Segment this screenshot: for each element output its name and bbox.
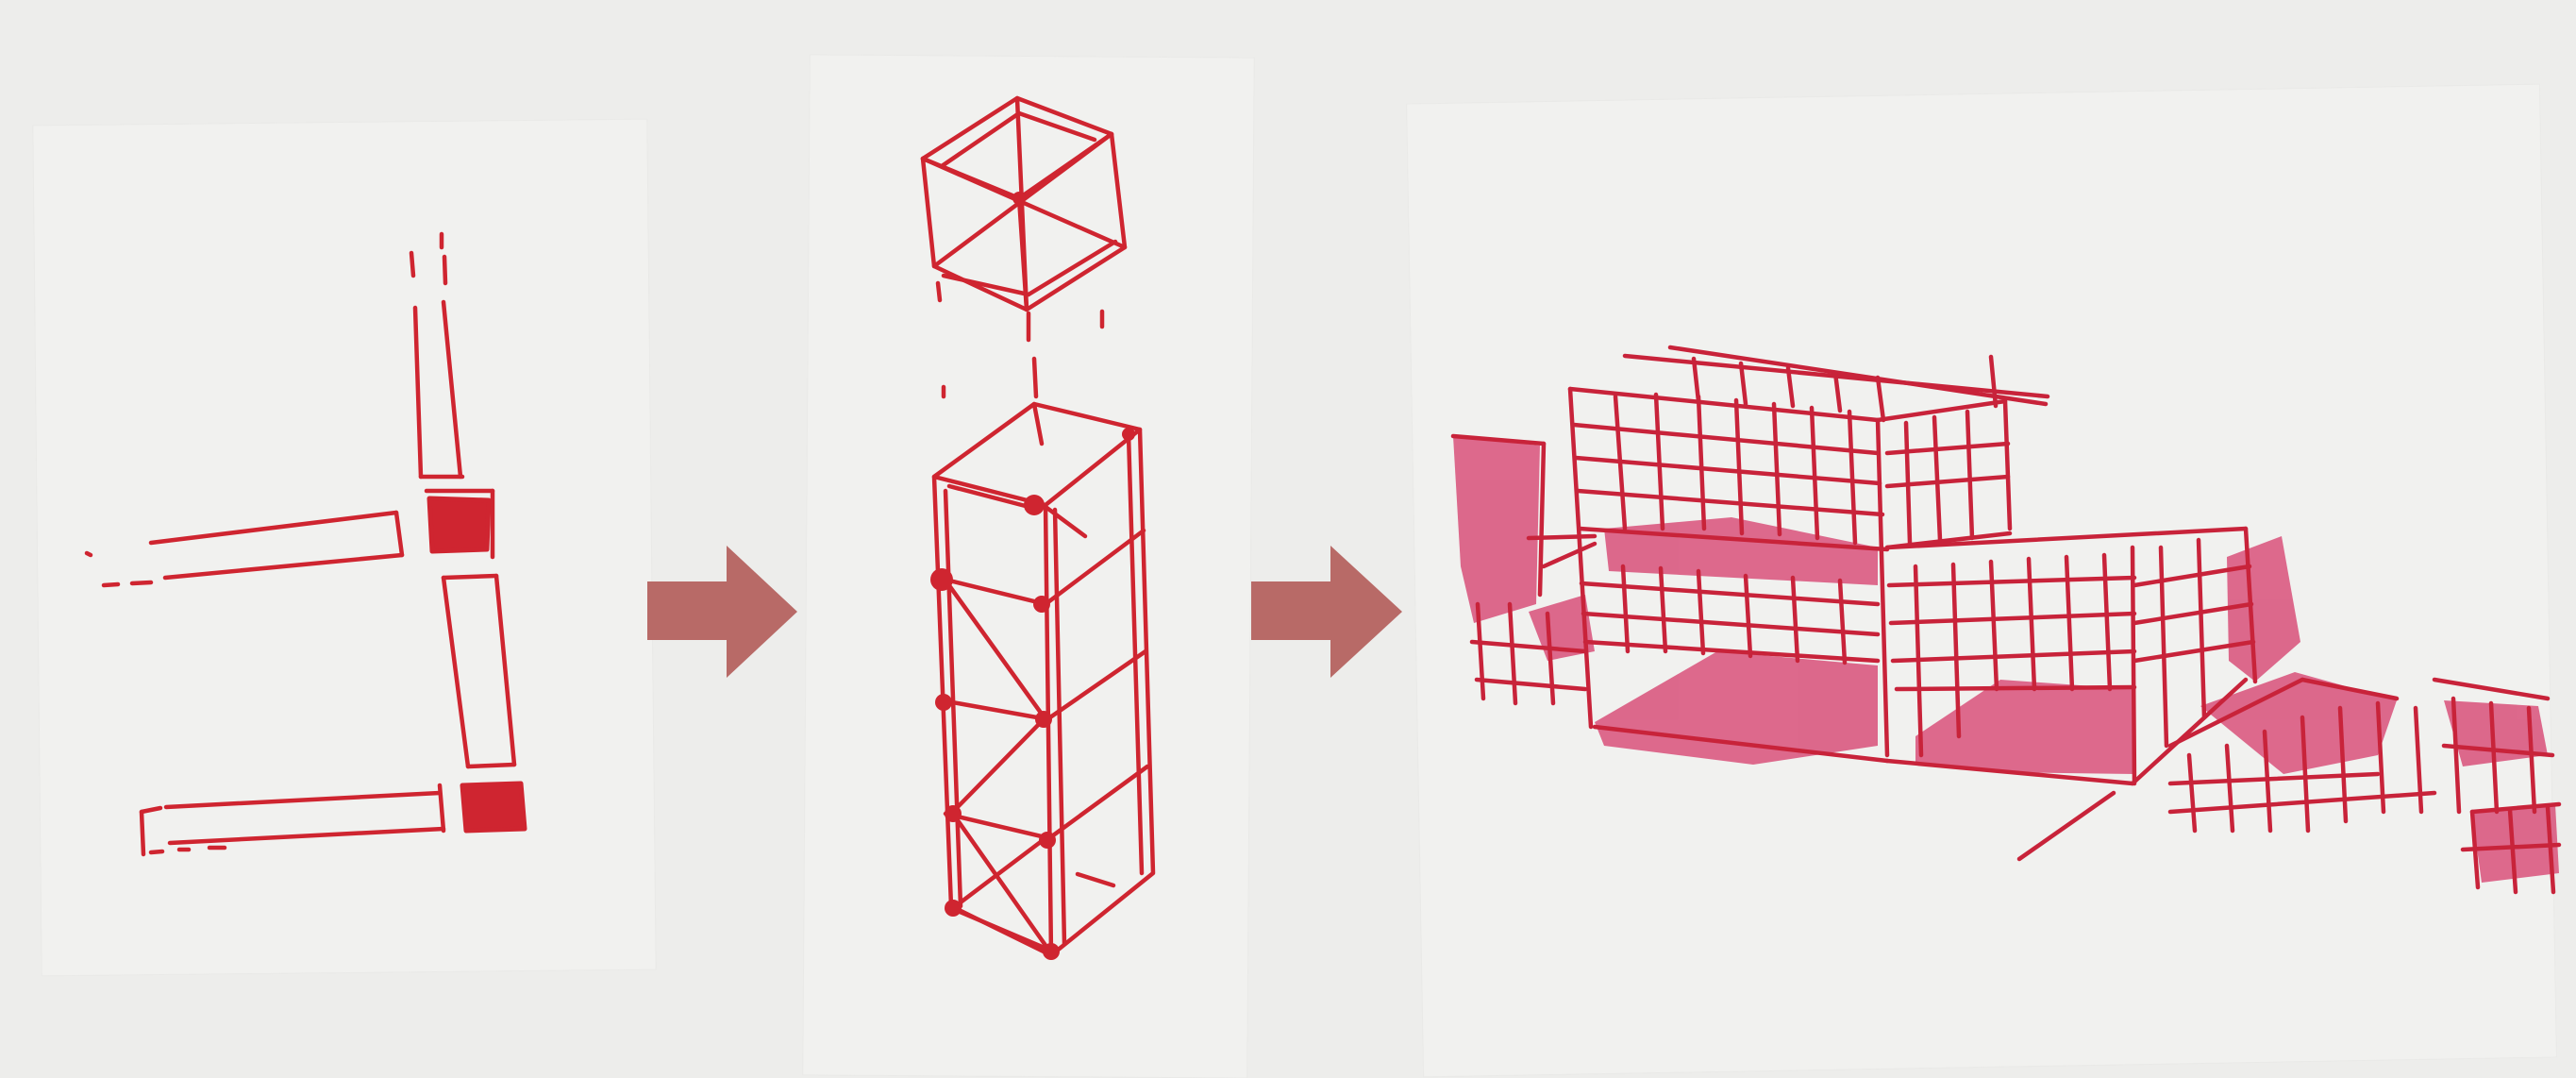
right-arrow-icon [647, 546, 797, 678]
column-assembly-sketch [923, 98, 1153, 960]
plan-joint-sketch [87, 234, 525, 854]
right-arrow-icon [1251, 546, 1402, 678]
modular-structure-sketch [1453, 347, 2559, 892]
